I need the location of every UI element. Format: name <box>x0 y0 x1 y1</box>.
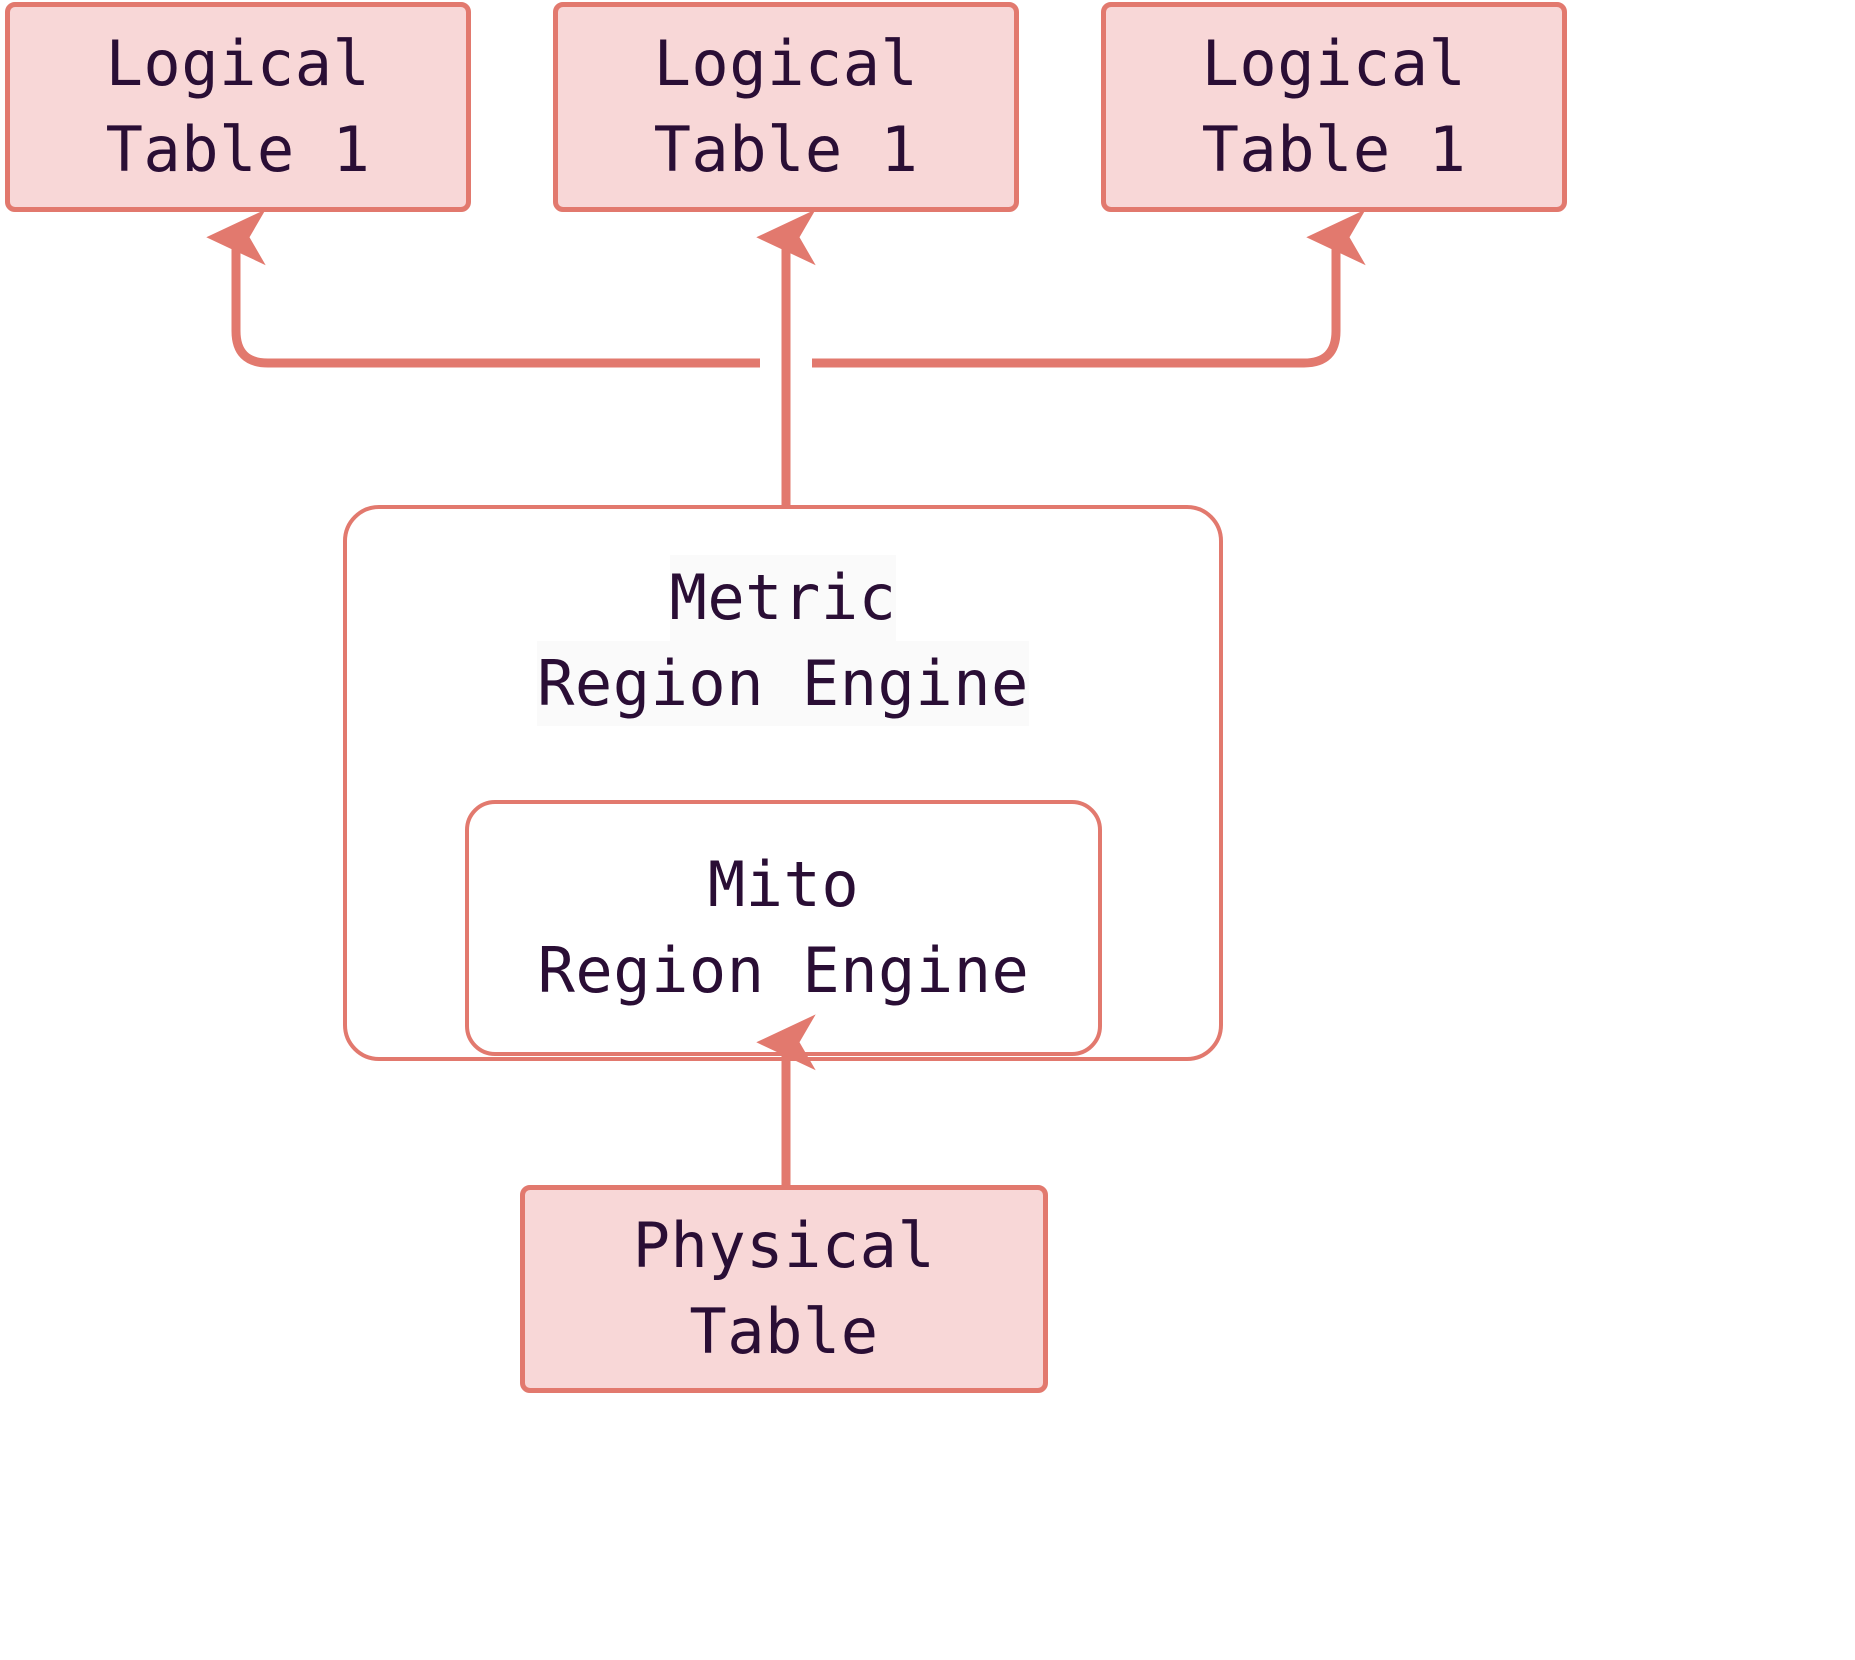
node-mito-region-engine-line1: Mito <box>707 848 860 921</box>
node-physical-table-line1: Physical <box>632 1209 936 1283</box>
node-logical-table-1-line1: Logical <box>105 27 371 101</box>
node-logical-table-1[interactable]: Logical Table 1 <box>5 2 471 212</box>
node-logical-table-3-line1: Logical <box>1201 27 1467 101</box>
node-logical-table-2-line2: Table 1 <box>653 113 919 186</box>
node-physical-table[interactable]: Physical Table <box>520 1185 1048 1393</box>
node-metric-region-engine[interactable]: Metric Region Engine <box>343 505 1223 1061</box>
node-metric-region-engine-line2: Region Engine <box>537 640 1029 727</box>
node-mito-region-engine-label: Mito Region Engine <box>469 842 1098 1013</box>
node-logical-table-2[interactable]: Logical Table 1 <box>553 2 1019 212</box>
node-physical-table-line2: Table <box>689 1295 879 1368</box>
node-logical-table-3[interactable]: Logical Table 1 <box>1101 2 1567 212</box>
node-mito-region-engine[interactable]: Mito Region Engine <box>465 800 1102 1056</box>
node-logical-table-3-line2: Table 1 <box>1201 113 1467 186</box>
edge-metric-to-logical-table-3 <box>812 209 1366 368</box>
node-logical-table-1-line2: Table 1 <box>105 113 371 186</box>
node-metric-region-engine-line1: Metric <box>669 555 897 641</box>
node-metric-region-engine-label: Metric Region Engine <box>347 555 1219 727</box>
node-mito-region-engine-line2: Region Engine <box>537 933 1030 1007</box>
edge-metric-to-logical-table-1 <box>206 209 760 368</box>
node-logical-table-2-line1: Logical <box>653 27 919 101</box>
